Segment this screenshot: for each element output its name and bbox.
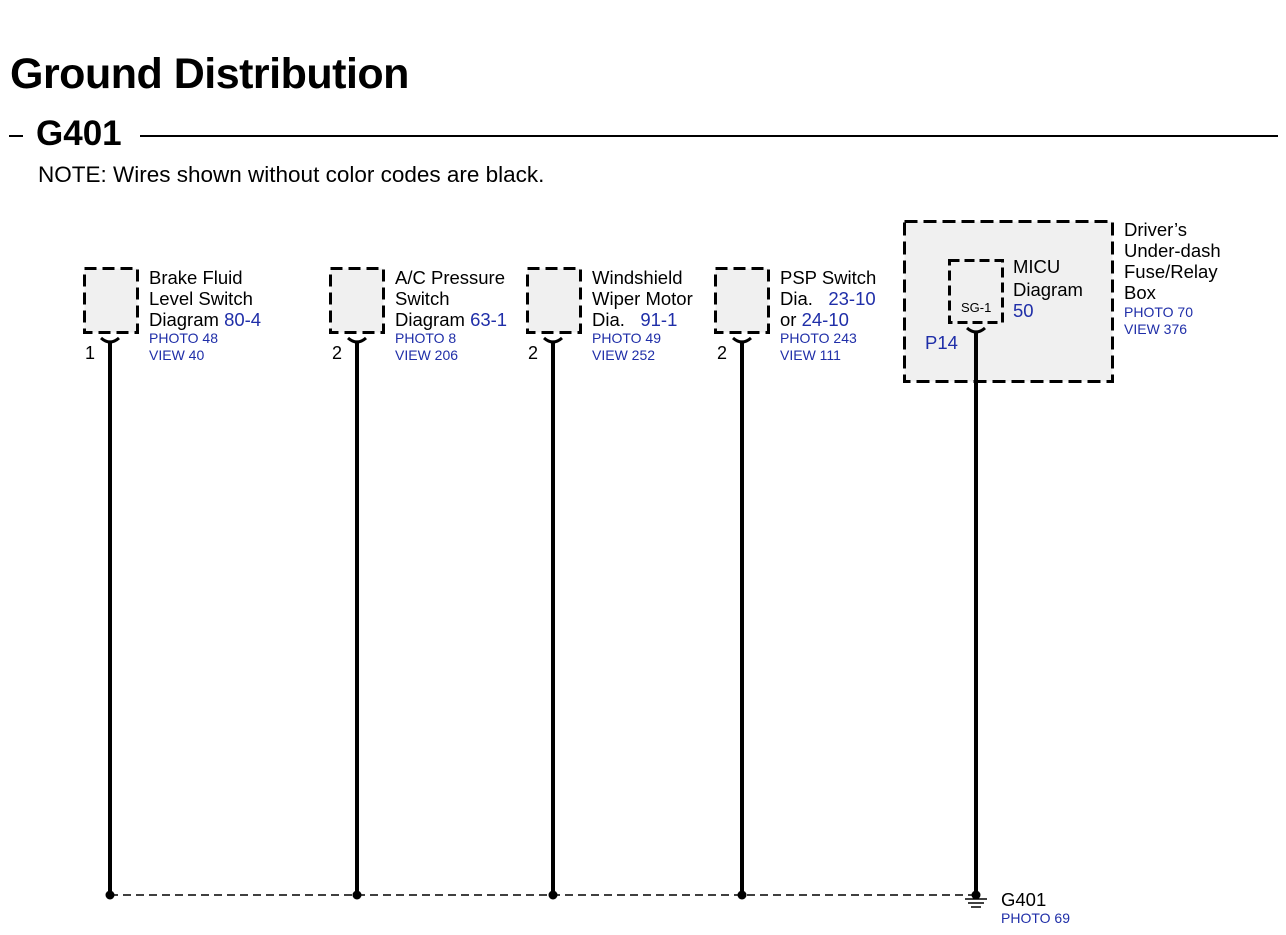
- wire-color-note: NOTE: Wires shown without color codes ar…: [38, 162, 545, 187]
- ac-pressure-label: A/C Pressure Switch Diagram 63-1: [395, 267, 508, 330]
- brake-fluid-label: Brake Fluid Level Switch Diagram 80-4: [149, 267, 262, 330]
- ac-pressure-photo-ref: PHOTO 8 VIEW 206: [395, 330, 459, 363]
- pin-number: 2: [528, 343, 539, 363]
- micu-connector-box: [948, 259, 1004, 324]
- fuse-box-outline: [903, 220, 1114, 383]
- section-title: G401: [36, 114, 122, 153]
- page-title: Ground Distribution: [10, 50, 409, 98]
- connector-code: SG-1: [961, 300, 992, 315]
- ac-pressure-terminal: [347, 336, 367, 344]
- wiper-motor-terminal: [543, 336, 563, 344]
- diagram-ref-link[interactable]: 91-1: [640, 309, 678, 330]
- wiper-motor-label: Windshield Wiper Motor Dia. 91-1: [592, 267, 693, 330]
- fuse-box-label: Driver’s Under-dash Fuse/Relay Box: [1124, 219, 1221, 303]
- diagram-ref-link[interactable]: 24-10: [801, 309, 849, 330]
- fuse-box-photo-ref: PHOTO 70 VIEW 376: [1124, 304, 1193, 337]
- section-rule: [140, 135, 1278, 137]
- splice-dot: [737, 890, 747, 900]
- diagram-ref-link[interactable]: 63-1: [470, 309, 508, 330]
- splice-dot: [352, 890, 362, 900]
- psp-switch-photo-ref: PHOTO 243 VIEW 111: [780, 330, 857, 363]
- ground-symbol-icon: [965, 898, 987, 908]
- pin-number: 2: [717, 343, 728, 363]
- splice-dot: [548, 890, 558, 900]
- diagram-ref-link[interactable]: 50: [1013, 300, 1034, 321]
- ac-pressure-switch-box: [329, 267, 385, 334]
- brake-fluid-photo-ref: PHOTO 48 VIEW 40: [149, 330, 218, 363]
- brake-fluid-terminal: [100, 336, 120, 344]
- micu-label: MICU Diagram 50: [1013, 256, 1083, 321]
- brake-fluid-switch-box: [83, 267, 139, 334]
- psp-switch-terminal: [732, 336, 752, 344]
- wiper-motor-photo-ref: PHOTO 49 VIEW 252: [592, 330, 661, 363]
- diagram-ref-link[interactable]: 80-4: [224, 309, 262, 330]
- splice-dot: [971, 890, 981, 900]
- psp-switch-label: PSP Switch Dia. 23-10 or 24-10: [780, 267, 877, 330]
- psp-switch-box: [714, 267, 770, 334]
- ground-label: G401: [1001, 889, 1047, 910]
- connector-number: P14: [925, 332, 958, 353]
- diagram-ref-link[interactable]: 23-10: [828, 288, 876, 309]
- section-dash: [9, 135, 23, 137]
- pin-number: 2: [332, 343, 343, 363]
- splice-dot: [105, 890, 115, 900]
- ground-photo-ref[interactable]: PHOTO 69: [1001, 910, 1070, 926]
- pin-number: 1: [85, 343, 96, 363]
- wiper-motor-box: [526, 267, 582, 334]
